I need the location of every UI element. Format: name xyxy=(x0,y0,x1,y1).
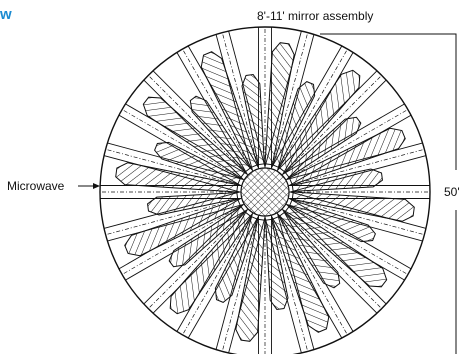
mirror-segment xyxy=(291,168,383,192)
mirror-segment xyxy=(278,69,361,173)
mirror-segment xyxy=(284,205,388,288)
spoke xyxy=(289,185,430,222)
mirror-leader-line xyxy=(320,33,457,170)
spoke xyxy=(286,141,430,193)
mirror-segment xyxy=(264,42,295,166)
microwave-arrowhead xyxy=(93,183,100,189)
spoke xyxy=(264,27,316,171)
spoke xyxy=(100,162,241,199)
spoke xyxy=(169,209,260,341)
mirror-segment xyxy=(142,96,246,179)
mirror-segment xyxy=(289,199,376,243)
mirror-assembly-label: 8'-11' mirror assembly xyxy=(257,9,373,23)
corner-letter: w xyxy=(0,6,12,23)
mirror-segment xyxy=(235,218,266,342)
spoke xyxy=(286,191,430,243)
dish-outline xyxy=(99,26,431,354)
mirror-segment xyxy=(169,211,252,315)
spoke xyxy=(214,213,266,354)
mirror-segment xyxy=(272,81,316,168)
microwave-label: Microwave xyxy=(7,179,65,193)
spoke xyxy=(270,43,361,175)
central-hub xyxy=(240,167,290,217)
mirror-segment xyxy=(154,141,241,185)
diameter-label: 50' xyxy=(444,185,460,199)
mirror-segment xyxy=(115,162,239,193)
mirror-segment xyxy=(214,216,258,303)
mirror-segment xyxy=(291,191,415,222)
